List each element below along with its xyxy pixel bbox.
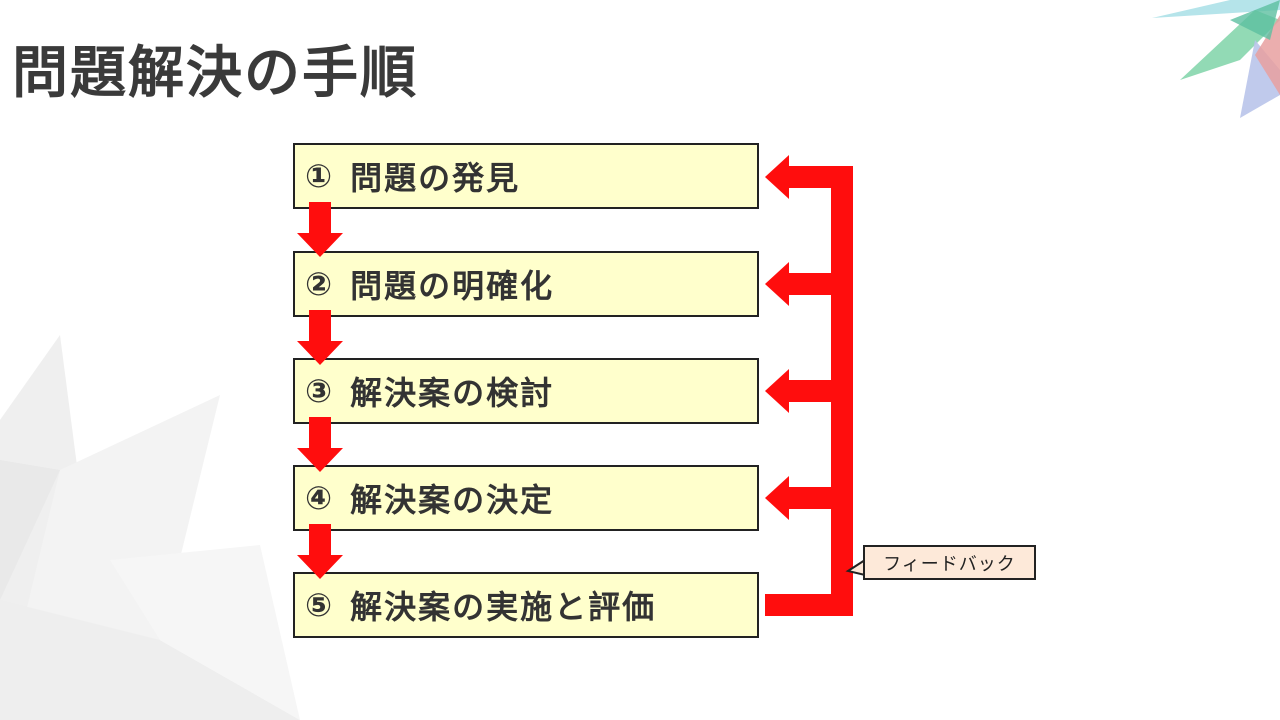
corner-decoration-bottom-left [0,335,300,720]
step-label: 問題の発見 [350,159,521,197]
step-box-2: ② 問題の明確化 [293,251,759,317]
step-box-3: ③ 解決案の検討 [293,358,759,424]
step-label: 問題の明確化 [350,267,555,305]
step-number: ④ [305,479,333,517]
step-number: ① [305,157,333,195]
step-box-4: ④ 解決案の決定 [293,465,759,531]
step-label: 解決案の検討 [350,374,555,412]
step-number: ⑤ [305,586,333,624]
step-number: ② [305,265,333,303]
step-number: ③ [305,372,333,410]
feedback-callout: フィードバック [863,545,1036,580]
corner-decoration-top-right [1152,0,1280,118]
step-label: 解決案の決定 [350,481,555,519]
step-box-1: ① 問題の発見 [293,143,759,209]
step-label: 解決案の実施と評価 [350,588,657,626]
page-title: 問題解決の手順 [12,41,418,106]
step-box-5: ⑤ 解決案の実施と評価 [293,572,759,638]
